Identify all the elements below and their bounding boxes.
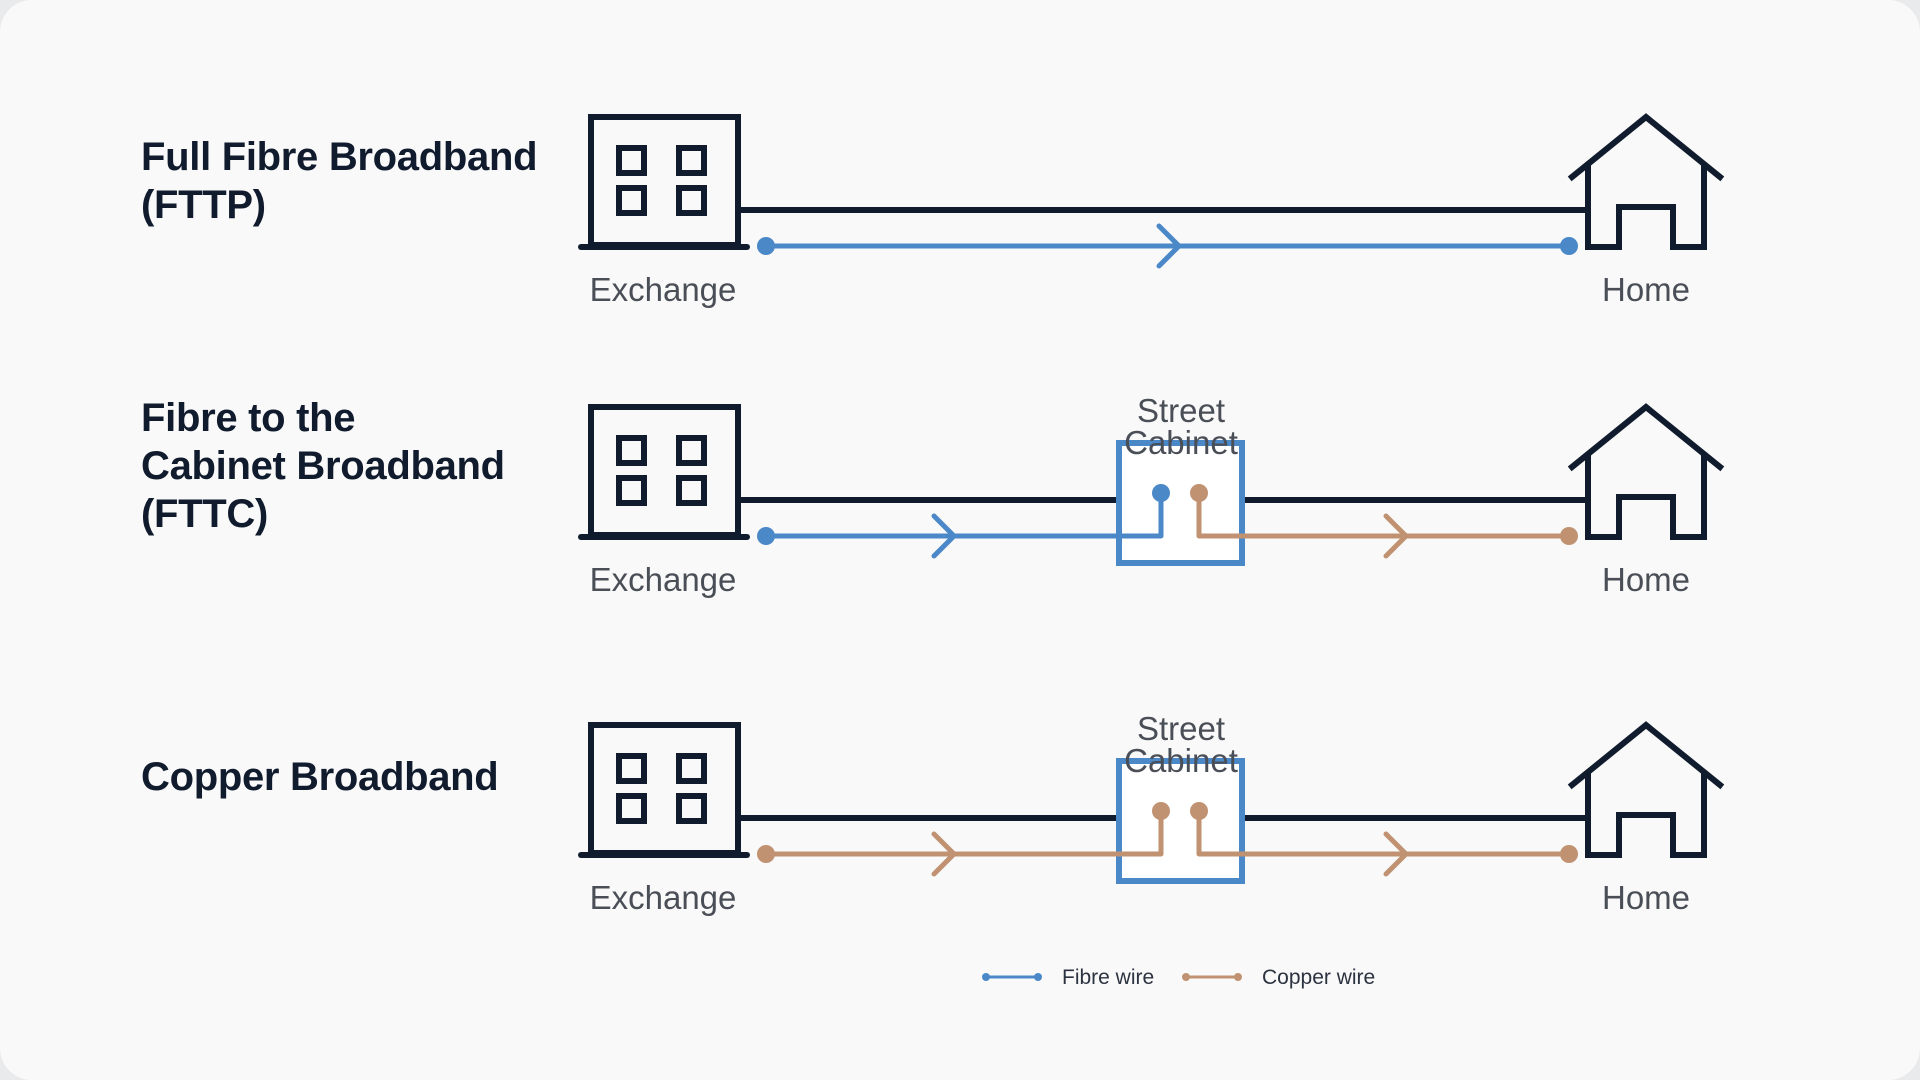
exchange-label: Exchange — [590, 879, 737, 916]
exchange-body — [588, 722, 741, 856]
exchange-window — [616, 145, 647, 176]
wire-end-dot — [1560, 237, 1578, 255]
row-title-fttc: Fibre to the Cabinet Broadband (FTTC) — [141, 394, 505, 538]
cabinet-label-line: Cabinet — [1124, 742, 1238, 779]
house-body — [1585, 163, 1707, 250]
cabinet-label-line: Cabinet — [1124, 424, 1238, 461]
legend-label: Copper wire — [1262, 966, 1375, 989]
exchange-building-icon — [578, 114, 750, 250]
wire-end-dot — [757, 237, 775, 255]
exchange-building-icon — [578, 722, 750, 858]
exchange-window — [676, 793, 707, 824]
wire-terminal — [1152, 484, 1170, 502]
exchange-window — [676, 753, 707, 784]
cabinet-label-line: Street — [1137, 710, 1225, 747]
chevron-right-icon — [1156, 223, 1182, 269]
legend-swatch-dot — [982, 973, 990, 981]
exchange-window — [676, 145, 707, 176]
wire-end-dot — [757, 845, 775, 863]
house-body — [1585, 771, 1707, 858]
title-line: (FTTC) — [141, 492, 269, 536]
wire-end-dot — [1560, 527, 1578, 545]
legend-label: Fibre wire — [1062, 966, 1154, 989]
title-line: (FTTP) — [141, 183, 266, 227]
house-roof — [1567, 721, 1725, 790]
wire-terminal — [1190, 802, 1208, 820]
wire-end-dot — [1560, 845, 1578, 863]
cabinet-label-line: Street — [1137, 392, 1225, 429]
house-body — [1585, 453, 1707, 540]
home-icon — [1567, 403, 1725, 540]
exchange-window — [676, 475, 707, 506]
exchange-window — [676, 185, 707, 216]
legend-swatch-dot — [1234, 973, 1242, 981]
chevron-right-icon — [931, 513, 957, 559]
exchange-building-icon — [578, 404, 750, 540]
legend-swatch-dot — [1182, 973, 1190, 981]
exchange-label: Exchange — [590, 271, 737, 308]
title-line: Fibre to the — [141, 396, 356, 440]
title-line: Cabinet Broadband — [141, 444, 505, 488]
wire-terminal — [1190, 484, 1208, 502]
exchange-window — [616, 435, 647, 466]
wire-end-dot — [757, 527, 775, 545]
exchange-window — [676, 435, 707, 466]
title-line: Full Fibre Broadband — [141, 135, 538, 179]
street-cabinet-box — [1116, 440, 1245, 566]
exchange-window — [616, 185, 647, 216]
home-icon — [1567, 721, 1725, 858]
exchange-body — [588, 114, 741, 248]
wire-terminal — [1152, 802, 1170, 820]
diagram-row: Exchange Home — [578, 113, 1725, 308]
row-title-fttp: Full Fibre Broadband (FTTP) — [141, 133, 538, 229]
legend: Fibre wire Copper wire — [982, 966, 1375, 989]
exchange-window — [616, 475, 647, 506]
row-title-copper: Copper Broadband — [141, 753, 499, 801]
exchange-window — [616, 793, 647, 824]
home-label: Home — [1602, 271, 1690, 308]
legend-item: Fibre wire — [982, 966, 1154, 989]
exchange-body — [588, 404, 741, 538]
house-roof — [1567, 403, 1725, 472]
legend-swatch-dot — [1034, 973, 1042, 981]
legend-item: Copper wire — [1182, 966, 1375, 989]
home-label: Home — [1602, 561, 1690, 598]
home-label: Home — [1602, 879, 1690, 916]
exchange-label: Exchange — [590, 561, 737, 598]
home-icon — [1567, 113, 1725, 250]
title-line: Copper Broadband — [141, 755, 499, 799]
house-roof — [1567, 113, 1725, 182]
chevron-right-icon — [931, 831, 957, 877]
chevron-right-icon — [1383, 513, 1409, 559]
street-cabinet-box — [1116, 758, 1245, 884]
exchange-window — [616, 753, 647, 784]
chevron-right-icon — [1383, 831, 1409, 877]
